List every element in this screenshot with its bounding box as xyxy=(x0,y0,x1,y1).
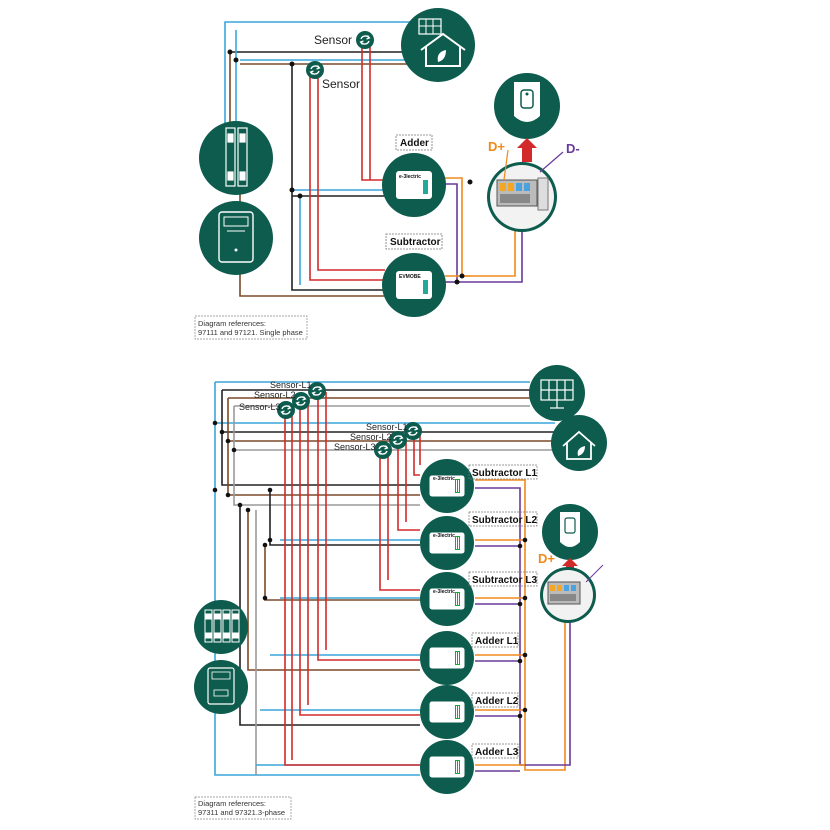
single-phase-diagram: Sensor Sensor xyxy=(194,8,580,340)
ev-charger-icon xyxy=(560,512,580,547)
sync-sensor-icon xyxy=(373,440,393,460)
subtractor-l1-device: e-3lectric Subtractor L1 xyxy=(420,459,537,513)
solar-house-badge xyxy=(401,8,475,82)
subtractor-l3-device-text: e-3lectric xyxy=(433,589,455,595)
solar-panel-icon xyxy=(418,18,442,35)
breaker-badge xyxy=(199,121,273,195)
adder-l2-device: Adder L2 xyxy=(420,685,519,739)
three-phase-wires xyxy=(214,381,571,776)
subtractor-l1-device-text: e-3lectric xyxy=(433,476,455,482)
sensor-l1-mid-label: Sensor-L1 xyxy=(366,422,408,432)
breaker-icon xyxy=(204,609,240,643)
house-badge xyxy=(551,415,607,471)
subtractor-device-text: EVMOBE xyxy=(399,274,421,280)
d-plus-label: D+ xyxy=(488,139,505,154)
single-phase-junctions xyxy=(227,49,473,285)
solar-panel-icon xyxy=(540,379,574,409)
sync-sensor-icon xyxy=(355,30,375,50)
upload-arrow-icon xyxy=(517,138,537,162)
energy-meter-badge-3p xyxy=(194,660,248,714)
breaker-badge-3p xyxy=(194,600,248,654)
adder-l3-device: Adder L3 xyxy=(420,740,519,794)
adder-l3-label: Adder L3 xyxy=(475,747,519,758)
adder-device: e-3lectric Adder xyxy=(382,134,446,217)
terminal-block-badge xyxy=(487,162,557,232)
adder-l1-device: Adder L1 xyxy=(420,631,519,685)
breaker-icon xyxy=(225,127,248,187)
single-phase-ref-line1: Diagram references: xyxy=(198,319,266,328)
terminal-block-badge-3p xyxy=(540,567,596,623)
sensor-2: Sensor xyxy=(305,60,360,91)
subtractor-l3-label: Subtractor L3 xyxy=(472,575,537,586)
three-phase-junctions xyxy=(212,420,528,719)
adder-label: Adder xyxy=(400,138,429,149)
three-phase-ref-line2: 97311 and 97321.3-phase xyxy=(198,808,285,817)
energy-meter-icon xyxy=(218,211,254,263)
three-phase-ref-line1: Diagram references: xyxy=(198,799,266,808)
sensor-l2-top-label: Sensor-L2 xyxy=(254,390,296,400)
sensor-l1-top-label: Sensor-L1 xyxy=(270,380,312,390)
ev-charger-badge-3p xyxy=(542,504,598,560)
subtractor-l2-device: e-3lectric Subtractor L2 xyxy=(420,511,537,570)
single-phase-reference: Diagram references: 97111 and 97121. Sin… xyxy=(194,315,308,340)
d-minus-label: D- xyxy=(566,141,580,156)
energy-meter-icon xyxy=(207,667,235,705)
sensor-l3-mid-label: Sensor-L3 xyxy=(334,442,376,452)
subtractor-l2-label: Subtractor L2 xyxy=(472,515,537,526)
sensor-l3-top-label: Sensor-L3 xyxy=(239,402,281,412)
three-phase-reference: Diagram references: 97311 and 97321.3-ph… xyxy=(194,796,292,820)
single-phase-ref-line2: 97111 and 97121. Single phase xyxy=(198,328,303,337)
energy-meter-badge xyxy=(199,201,273,275)
sync-sensor-icon xyxy=(388,430,408,450)
adder-l2-label: Adder L2 xyxy=(475,696,519,707)
sensor-l2-mid-label: Sensor-L2 xyxy=(350,432,392,442)
house-icon xyxy=(420,32,466,67)
house-icon xyxy=(562,430,596,460)
three-phase-top-sensors: Sensor-L1 Sensor-L2 Sensor-L3 xyxy=(239,380,327,420)
three-phase-diagram: Sensor-L1 Sensor-L2 Sensor-L3 Sensor-L1 … xyxy=(194,365,607,820)
sensor-1-label: Sensor xyxy=(314,33,352,47)
terminal-block-icon xyxy=(496,177,549,211)
sensor-2-label: Sensor xyxy=(322,77,360,91)
adder-l1-label: Adder L1 xyxy=(475,636,519,647)
terminal-block-icon xyxy=(547,581,581,605)
sensor-1: Sensor xyxy=(314,30,375,50)
d-plus-label-3p: D+ xyxy=(538,551,555,566)
adder-device-text: e-3lectric xyxy=(399,174,421,180)
ev-charger-badge xyxy=(494,73,560,139)
subtractor-l2-device-text: e-3lectric xyxy=(433,533,455,539)
subtractor-device: EVMOBE Subtractor xyxy=(382,233,446,317)
subtractor-label: Subtractor xyxy=(390,237,441,248)
solar-badge xyxy=(529,365,585,421)
subtractor-l3-device: e-3lectric Subtractor L3 xyxy=(420,571,537,626)
ev-charger-icon xyxy=(514,82,540,122)
subtractor-l1-label: Subtractor L1 xyxy=(472,468,537,479)
three-phase-mid-sensors: Sensor-L1 Sensor-L2 Sensor-L3 xyxy=(334,421,423,460)
